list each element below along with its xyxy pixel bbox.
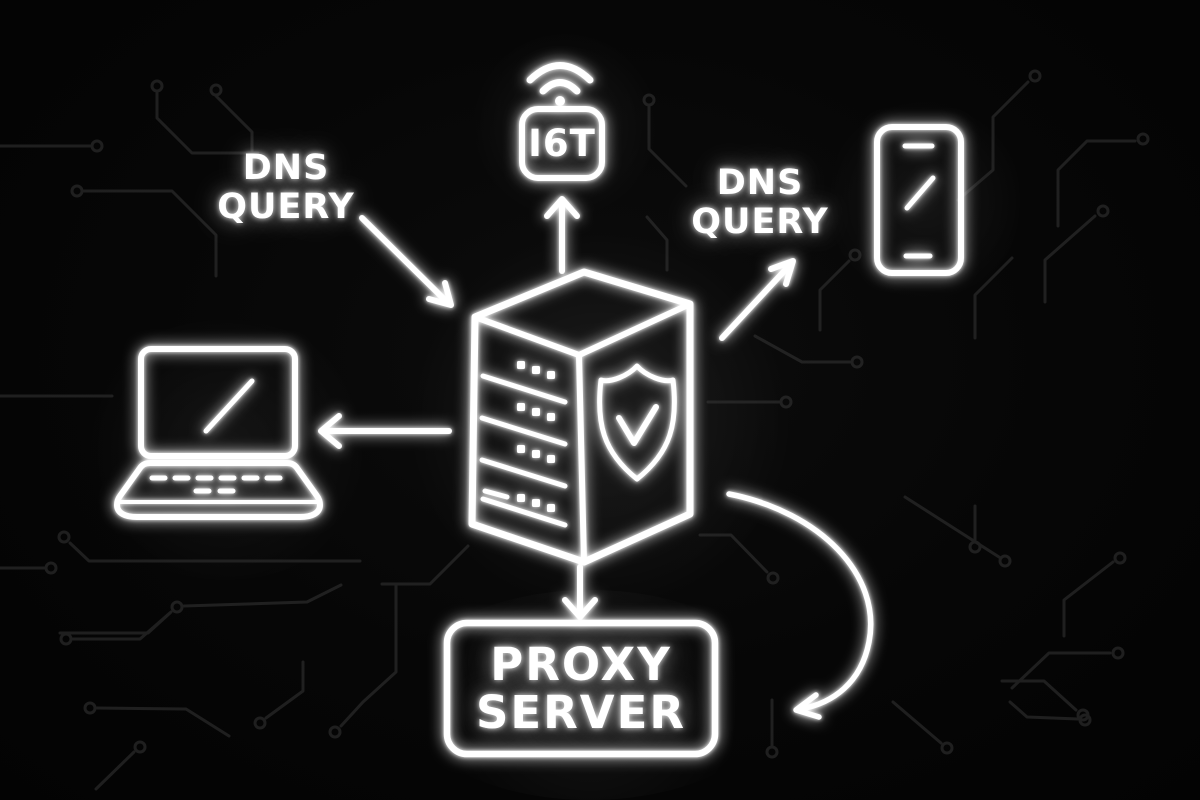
arrow-dns-left (359, 215, 454, 308)
server-rack-lines (479, 373, 568, 528)
server-led-dots (517, 361, 555, 512)
dns-query-right-line1: DNS (716, 163, 804, 203)
arrow-left-to-laptop (318, 413, 452, 449)
wifi-icon (526, 62, 594, 106)
curved-arrow-right (726, 491, 874, 720)
iot-device-label: I6T (528, 122, 596, 165)
proxy-server-line2: SERVER (475, 685, 687, 739)
dns-query-label-right: DNS QUERY (660, 163, 860, 243)
proxy-server-label: PROXY SERVER (447, 623, 715, 754)
proxy-server-box (443, 619, 719, 758)
laptop-keys (149, 475, 283, 494)
shield-check-icon (597, 363, 677, 482)
arrow-dns-right (719, 258, 796, 341)
server-icon (468, 268, 694, 566)
laptop-icon (114, 346, 323, 520)
iot-device-box (519, 106, 605, 181)
circuit-traces (0, 69, 1150, 791)
dns-query-left-line2: QUERY (217, 187, 355, 228)
proxy-server-line1: PROXY (490, 638, 672, 692)
arrow-down-to-proxy (562, 564, 598, 620)
smartphone-icon (874, 124, 964, 276)
dns-query-right-line2: QUERY (691, 202, 829, 243)
arrow-up-to-iot (544, 196, 580, 274)
dns-query-left-line1: DNS (242, 148, 330, 188)
dns-query-label-left: DNS QUERY (186, 148, 386, 228)
